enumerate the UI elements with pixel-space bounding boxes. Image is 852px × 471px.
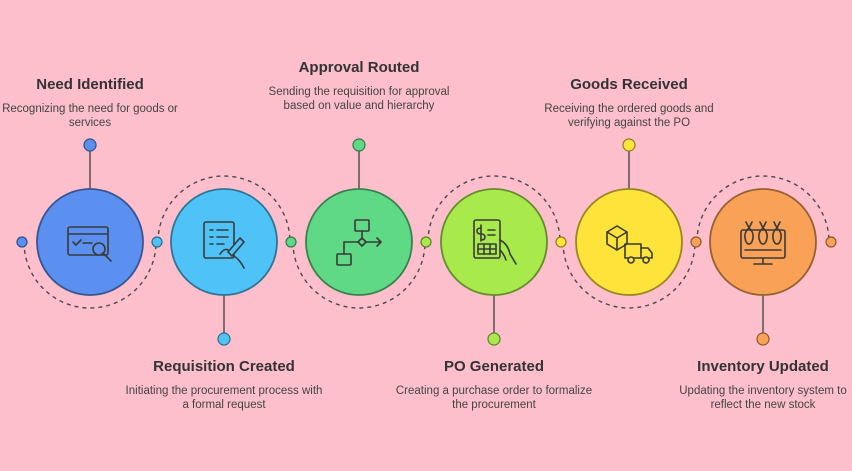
connector-dot [690, 236, 702, 248]
step-description: Receiving the ordered goods and verifyin… [544, 103, 714, 129]
step-title: PO Generated [443, 358, 545, 375]
connector-arcs [23, 175, 830, 309]
step-circle [709, 188, 817, 296]
step-title: Need Identified [36, 76, 144, 93]
step-title: Approval Routed [298, 59, 420, 76]
stem-dot [352, 138, 366, 152]
dashed-arc [157, 175, 291, 243]
screen-search-icon [67, 226, 112, 262]
step-circle [36, 188, 144, 296]
step-label-po-generated: PO Generated Creating a purchase order t… [394, 358, 594, 412]
dashed-arc [292, 241, 426, 309]
step-circle [170, 188, 278, 296]
connector-dot [16, 236, 28, 248]
step-description: Initiating the procurement process with … [125, 385, 323, 411]
invoice-hand-icon [473, 219, 517, 265]
step-label-need-identified: Need Identified Recognizing the need for… [0, 76, 190, 130]
stem-dot [217, 332, 231, 346]
connector-dot [285, 236, 297, 248]
step-label-inventory-updated: Inventory Updated Updating the inventory… [663, 358, 852, 412]
step-label-requisition-created: Requisition Created Initiating the procu… [124, 358, 324, 412]
dashed-arc [427, 175, 561, 243]
step-title: Inventory Updated [697, 358, 829, 375]
step-label-goods-received: Goods Received Receiving the ordered goo… [529, 76, 729, 130]
stem-dot [622, 138, 636, 152]
step-circle [440, 188, 548, 296]
connector-stems [16, 138, 837, 346]
dashed-arc [562, 241, 696, 309]
step-title: Goods Received [570, 76, 688, 93]
stem-dot [756, 332, 770, 346]
inventory-monitor-icon [740, 221, 786, 265]
connector-dot [420, 236, 432, 248]
stem-dot [487, 332, 501, 346]
step-label-approval-routed: Approval Routed Sending the requisition … [259, 59, 459, 113]
dashed-arc [23, 241, 157, 309]
workflow-icon [336, 219, 382, 266]
step-circle [575, 188, 683, 296]
connector-dot [825, 236, 837, 248]
step-title: Requisition Created [153, 358, 295, 375]
connector-dot [151, 236, 163, 248]
step-description: Updating the inventory system to reflect… [679, 385, 847, 411]
step-description: Recognizing the need for goods or servic… [2, 103, 178, 129]
step-description: Sending the requisition for approval bas… [268, 86, 450, 112]
connector-dot [555, 236, 567, 248]
dashed-arc [696, 175, 830, 243]
document-signature-icon [203, 221, 245, 269]
delivery-truck-icon [606, 225, 653, 264]
stem-dot [83, 138, 97, 152]
step-circles [36, 188, 817, 296]
step-icons [67, 219, 786, 269]
step-description: Creating a purchase order to formalize t… [395, 385, 593, 411]
